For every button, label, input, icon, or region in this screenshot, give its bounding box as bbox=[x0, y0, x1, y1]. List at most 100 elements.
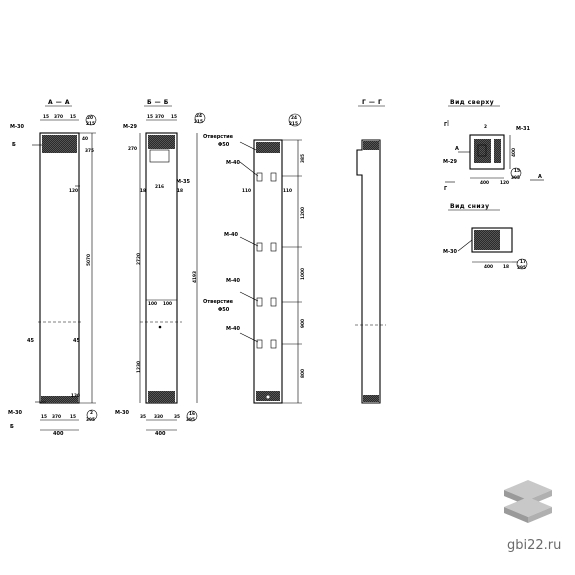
dim-label: 370 bbox=[52, 414, 61, 420]
view-side: Отверстие Φ50 М-40 М-40 М-40 Отверстие Φ… bbox=[203, 113, 306, 404]
dim-label: 400 bbox=[484, 264, 493, 270]
embedded-part-top-aa bbox=[42, 135, 77, 153]
mark-m40: М-40 bbox=[224, 232, 239, 238]
callout-number: 17 bbox=[520, 259, 526, 265]
dim-label: 120 bbox=[500, 180, 509, 186]
dim-label: 110 bbox=[242, 188, 251, 194]
view-from-below: Вид снизу М-30 400 18 17 395 bbox=[443, 203, 528, 271]
view-title-gg: Г — Г bbox=[362, 99, 382, 106]
dim-label-1230: 1230 bbox=[136, 361, 142, 373]
embedded-part-top-side bbox=[256, 142, 280, 153]
dim-label: 20 bbox=[87, 115, 93, 121]
callout-number: 395 bbox=[186, 417, 195, 423]
dim-label-5070: 5070 bbox=[86, 254, 92, 266]
column-body-side bbox=[253, 139, 283, 404]
callout-circle-side bbox=[288, 113, 302, 127]
callout-circle-bottom bbox=[516, 258, 528, 270]
dim-label: 15 bbox=[147, 114, 153, 120]
dim-label: 18 bbox=[140, 188, 146, 194]
mark-hole-mid: Отверстие bbox=[203, 299, 234, 305]
dim-label-2720: 2720 bbox=[136, 253, 142, 265]
dim-label: 400 bbox=[155, 431, 166, 437]
callout-circle-bb-bottom bbox=[186, 410, 198, 422]
mark-m40: М-40 bbox=[226, 278, 241, 284]
dim-label: 40 bbox=[82, 136, 88, 142]
mark-m30-top-aa: М-30 bbox=[10, 124, 25, 130]
callout-number: 2 bbox=[90, 410, 93, 416]
dim-label: 370 bbox=[54, 114, 63, 120]
dim-label: 15 bbox=[171, 114, 177, 120]
dim-label: 400 bbox=[480, 180, 489, 186]
view-title-bottom: Вид снизу bbox=[450, 203, 490, 210]
dim-label: 330 bbox=[154, 414, 163, 420]
mark-m35: М-35 bbox=[176, 179, 191, 185]
callout-circle-aa-bottom bbox=[86, 409, 98, 421]
section-letter: А bbox=[455, 146, 459, 152]
mark-m29: М-29 bbox=[123, 124, 138, 130]
dim-label: 215 bbox=[194, 119, 203, 125]
dim-label: 120 bbox=[69, 188, 78, 194]
mark-m40: М-40 bbox=[226, 326, 241, 332]
view-title-bb: Б — Б bbox=[147, 99, 169, 106]
dim-label: 18 bbox=[177, 188, 183, 194]
dim-label: 800 bbox=[300, 369, 306, 378]
stacked-slabs-logo bbox=[504, 480, 552, 523]
view-section-gg: Г — Г bbox=[355, 99, 386, 404]
dim-label: 215 bbox=[289, 121, 298, 127]
dim-label: 900 bbox=[300, 319, 306, 328]
dim-label: 2 bbox=[484, 124, 487, 130]
dim-label: 400 bbox=[53, 431, 64, 437]
dim-label: 375 bbox=[85, 148, 94, 154]
dim-label: 24 bbox=[291, 115, 297, 121]
dim-label: 15 bbox=[41, 414, 47, 420]
mark-hole-dia-top: Φ50 bbox=[218, 142, 230, 148]
dim-label: 1000 bbox=[300, 268, 306, 280]
dim-label: 15 bbox=[514, 168, 520, 174]
mark-m40: М-40 bbox=[226, 160, 241, 166]
watermark-text: gbi22.ru bbox=[507, 538, 561, 553]
dim-label: 130 bbox=[71, 393, 80, 399]
embedded-part-top-bb bbox=[148, 135, 175, 149]
mark-hole-dia-mid: Φ50 bbox=[218, 307, 230, 313]
dim-label: 15 bbox=[70, 114, 76, 120]
mark-m31: М-31 bbox=[516, 126, 531, 132]
embedded-plate-bb bbox=[149, 149, 170, 163]
column-body-bb bbox=[145, 132, 178, 404]
callout-number: 16 bbox=[189, 411, 195, 417]
mark-hole-top: Отверстие bbox=[203, 134, 234, 140]
embedded-part-bottom-bb bbox=[148, 391, 175, 403]
dim-label: 35 bbox=[140, 414, 146, 420]
view-section-bb: Б — Б М-29 М-35 М-30 15 370 15 24 215 27… bbox=[115, 99, 206, 437]
dim-label-4193: 4193 bbox=[192, 271, 198, 283]
section-letter: А bbox=[538, 174, 542, 180]
callout-circle-top bbox=[510, 167, 522, 179]
dim-label: 15 bbox=[43, 114, 49, 120]
embedded-part-bottom-aa bbox=[41, 396, 78, 403]
dim-label: 385 bbox=[300, 154, 306, 163]
mark-m30-bottom: М-30 bbox=[443, 249, 458, 255]
column-body-aa bbox=[39, 132, 80, 404]
dim-label: 100 bbox=[163, 301, 172, 307]
dim-label: 215 bbox=[86, 121, 95, 127]
view-section-aa: А — А М-30 М-30 15 370 15 20 215 40 375 … bbox=[8, 99, 98, 437]
dim-label: 400 bbox=[511, 148, 517, 157]
mark-m29-top: М-29 bbox=[443, 159, 458, 165]
view-title-top: Вид сверху bbox=[450, 99, 494, 106]
mark-m30-bottom-aa: М-30 bbox=[8, 410, 23, 416]
view-from-above: Вид сверху М-31 М-29 2 400 400 120 15 39… bbox=[443, 99, 544, 192]
dim-label: 15 bbox=[70, 414, 76, 420]
dim-label: 216 bbox=[155, 184, 164, 190]
column-profile-gg bbox=[356, 139, 381, 404]
dim-label: 24 bbox=[196, 113, 202, 119]
dim-label: 45 bbox=[27, 338, 34, 344]
dim-label: 395 bbox=[511, 175, 520, 181]
dim-label: 270 bbox=[128, 146, 137, 152]
callout-circle-aa-top bbox=[85, 114, 97, 126]
dim-label: 110 bbox=[283, 188, 292, 194]
mark-m30-bb: М-30 bbox=[115, 410, 130, 416]
view-title-aa: А — А bbox=[48, 99, 70, 106]
dim-label: 100 bbox=[148, 301, 157, 307]
section-letter: Б bbox=[12, 142, 16, 148]
dim-label: 35 bbox=[174, 414, 180, 420]
section-letter: Г bbox=[444, 186, 448, 192]
